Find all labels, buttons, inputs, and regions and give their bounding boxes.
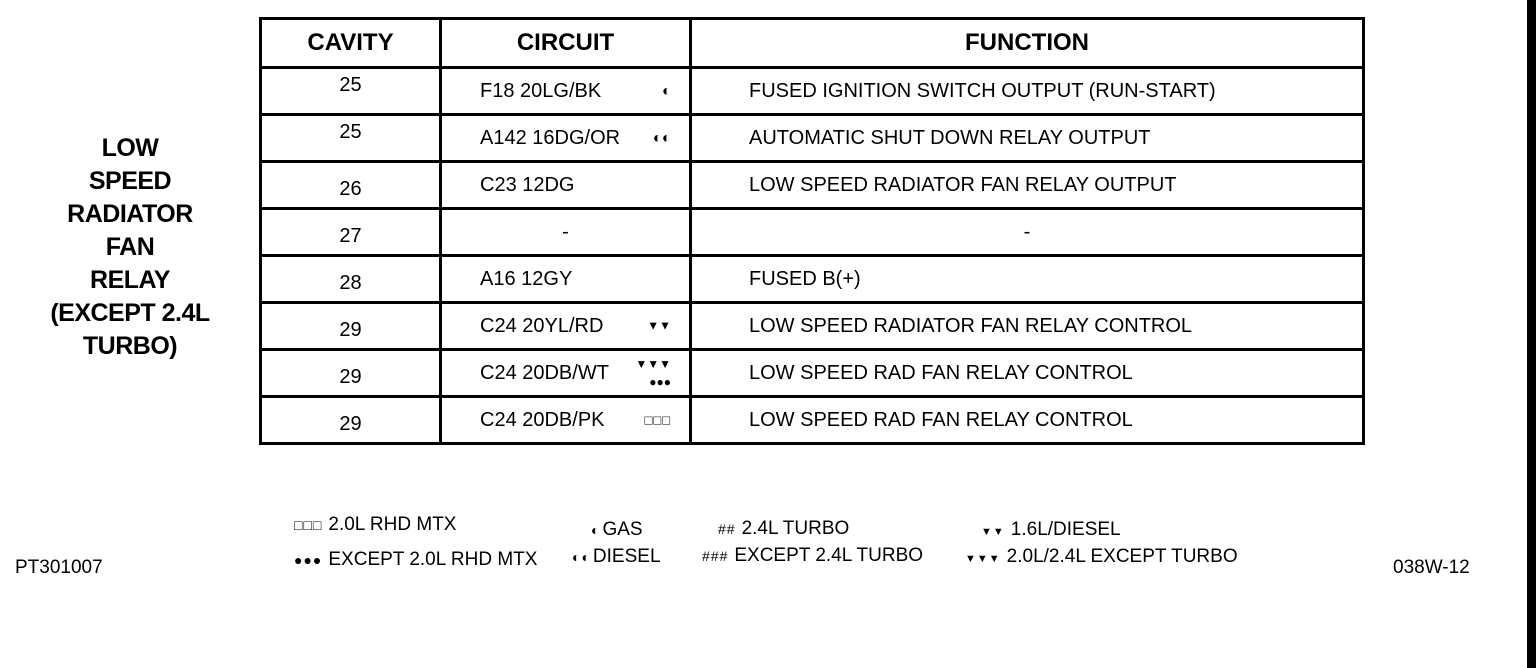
- diesel-marker-icon: ◐◐: [652, 129, 671, 147]
- figure-id-left: PT301007: [15, 557, 103, 578]
- legend-label: GAS: [602, 519, 643, 540]
- title-line: LOW: [101, 134, 159, 162]
- table-row: 27 - -: [259, 207, 1365, 257]
- legend-item: □□□ 2.0L RHD MTX: [294, 514, 456, 536]
- cavity-value: 29: [339, 318, 362, 341]
- legend-item: ●●● EXCEPT 2.0L RHD MTX: [294, 549, 537, 571]
- circuit-value: C24 20DB/WT: [480, 361, 609, 384]
- title-line: RELAY: [90, 266, 170, 294]
- hash-marker-icon: ###: [702, 548, 729, 564]
- function-cell: LOW SPEED RADIATOR FAN RELAY CONTROL: [689, 301, 1365, 351]
- cavity-cell: 25: [259, 66, 442, 116]
- triangle-marker-icon: ▼▼: [647, 318, 671, 333]
- table-header-row: CAVITY CIRCUIT FUNCTION: [259, 17, 1365, 69]
- cavity-value: 28: [339, 271, 362, 294]
- circuit-value: A16 12GY: [480, 267, 573, 290]
- title-line: FAN: [105, 233, 155, 261]
- legend-item: ◐◐DIESEL: [572, 546, 661, 568]
- circuit-value: C24 20YL/RD: [480, 314, 604, 337]
- function-cell: LOW SPEED RAD FAN RELAY CONTROL: [689, 395, 1365, 445]
- cavity-value: 25: [339, 120, 362, 143]
- table-row: 26 C23 12DG LOW SPEED RADIATOR FAN RELAY…: [259, 160, 1365, 210]
- gas-marker-icon: ◐: [591, 522, 601, 538]
- function-cell: LOW SPEED RADIATOR FAN RELAY OUTPUT: [689, 160, 1365, 210]
- circuit-cell: A16 12GY: [439, 254, 692, 304]
- cavity-value: 29: [339, 365, 362, 388]
- cavity-cell: 28: [259, 254, 442, 304]
- table-row: 25 F18 20LG/BK ◐ FUSED IGNITION SWITCH OU…: [259, 66, 1365, 116]
- triangle-marker-icon: ▼▼: [981, 526, 1005, 538]
- legend-item: ## 2.4L TURBO: [718, 518, 849, 540]
- diesel-marker-icon: ◐◐: [572, 549, 591, 565]
- legend-item: ▼▼▼ 2.0L/2.4L EXCEPT TURBO: [965, 546, 1238, 568]
- title-line: TURBO): [82, 332, 178, 360]
- header-circuit: CIRCUIT: [439, 17, 692, 69]
- table-row: 28 A16 12GY FUSED B(+): [259, 254, 1365, 304]
- page-edge-bar: [1527, 0, 1536, 668]
- table-row: 29 C24 20YL/RD ▼▼ LOW SPEED RADIATOR FAN …: [259, 301, 1365, 351]
- cavity-cell: 29: [259, 301, 442, 351]
- legend-label: EXCEPT 2.0L RHD MTX: [328, 549, 538, 570]
- circuit-cell: C24 20YL/RD ▼▼: [439, 301, 692, 351]
- table-row: 29 C24 20DB/PK □□□ LOW SPEED RAD FAN RELA…: [259, 395, 1365, 445]
- cavity-cell: 26: [259, 160, 442, 210]
- triangle-marker-icon: ▼▼▼: [965, 553, 1001, 565]
- cavity-value: 25: [339, 73, 362, 96]
- triangle-marker-icon: ▼▼▼: [635, 357, 671, 371]
- cavity-cell: 27: [259, 207, 442, 257]
- gas-marker-icon: ◐: [661, 82, 671, 100]
- hash-marker-icon: ##: [718, 521, 736, 537]
- header-cavity: CAVITY: [259, 17, 442, 69]
- title-line: RADIATOR: [67, 200, 193, 228]
- cavity-value: 26: [339, 177, 362, 200]
- cavity-cell: 29: [259, 348, 442, 398]
- cavity-cell: 29: [259, 395, 442, 445]
- cavity-value: 29: [339, 412, 362, 435]
- header-function: FUNCTION: [689, 17, 1365, 69]
- legend-label: EXCEPT 2.4L TURBO: [734, 545, 924, 566]
- table-row: 25 A142 16DG/OR ◐◐ AUTOMATIC SHUT DOWN RE…: [259, 113, 1365, 163]
- legend-label: 2.4L TURBO: [741, 518, 850, 539]
- function-cell: -: [689, 207, 1365, 257]
- circuit-cell: -: [439, 207, 692, 257]
- circuit-cell: C23 12DG: [439, 160, 692, 210]
- legend-item: ### EXCEPT 2.4L TURBO: [702, 545, 923, 567]
- function-cell: FUSED IGNITION SWITCH OUTPUT (RUN-START): [689, 66, 1365, 116]
- function-cell: LOW SPEED RAD FAN RELAY CONTROL: [689, 348, 1365, 398]
- cavity-cell: 25: [259, 113, 442, 163]
- circuit-value: A142 16DG/OR: [480, 126, 621, 149]
- legend-item: ▼▼ 1.6L/DIESEL: [981, 519, 1121, 541]
- title-line: (EXCEPT 2.4L: [50, 299, 210, 327]
- circuit-value: C24 20DB/PK: [480, 408, 605, 431]
- square-marker-icon: □□□: [294, 517, 323, 533]
- dot-marker-icon: ●●●: [294, 552, 323, 568]
- circuit-value: C23 12DG: [480, 173, 575, 196]
- cavity-value: 27: [339, 224, 362, 247]
- circuit-cell: A142 16DG/OR ◐◐: [439, 113, 692, 163]
- legend-label: 1.6L/DIESEL: [1010, 519, 1121, 540]
- circuit-cell: F18 20LG/BK ◐: [439, 66, 692, 116]
- legend-item: ◐GAS: [591, 519, 643, 541]
- circuit-cell: C24 20DB/WT ▼▼▼ ●●●: [439, 348, 692, 398]
- circuit-value: F18 20LG/BK: [480, 79, 602, 102]
- circuit-value: -: [562, 220, 569, 243]
- legend-label: 2.0L RHD MTX: [328, 514, 457, 535]
- square-marker-icon: □□□: [644, 412, 671, 428]
- legend-label: 2.0L/2.4L EXCEPT TURBO: [1006, 546, 1238, 567]
- circuit-cell: C24 20DB/PK □□□: [439, 395, 692, 445]
- pinout-table: CAVITY CIRCUIT FUNCTION 25 F18 20LG/BK ◐ …: [259, 17, 1365, 445]
- table-row: 29 C24 20DB/WT ▼▼▼ ●●● LOW SPEED RAD FAN…: [259, 348, 1365, 398]
- legend-label: DIESEL: [592, 546, 661, 567]
- connector-title: LOW SPEED RADIATOR FAN RELAY (EXCEPT 2.4…: [40, 132, 220, 363]
- title-line: SPEED: [88, 167, 172, 195]
- function-cell: FUSED B(+): [689, 254, 1365, 304]
- dot-marker-icon: ●●●: [649, 375, 671, 389]
- marker-stack: ▼▼▼ ●●●: [635, 355, 671, 391]
- figure-id-right: 038W-12: [1393, 557, 1470, 578]
- function-cell: AUTOMATIC SHUT DOWN RELAY OUTPUT: [689, 113, 1365, 163]
